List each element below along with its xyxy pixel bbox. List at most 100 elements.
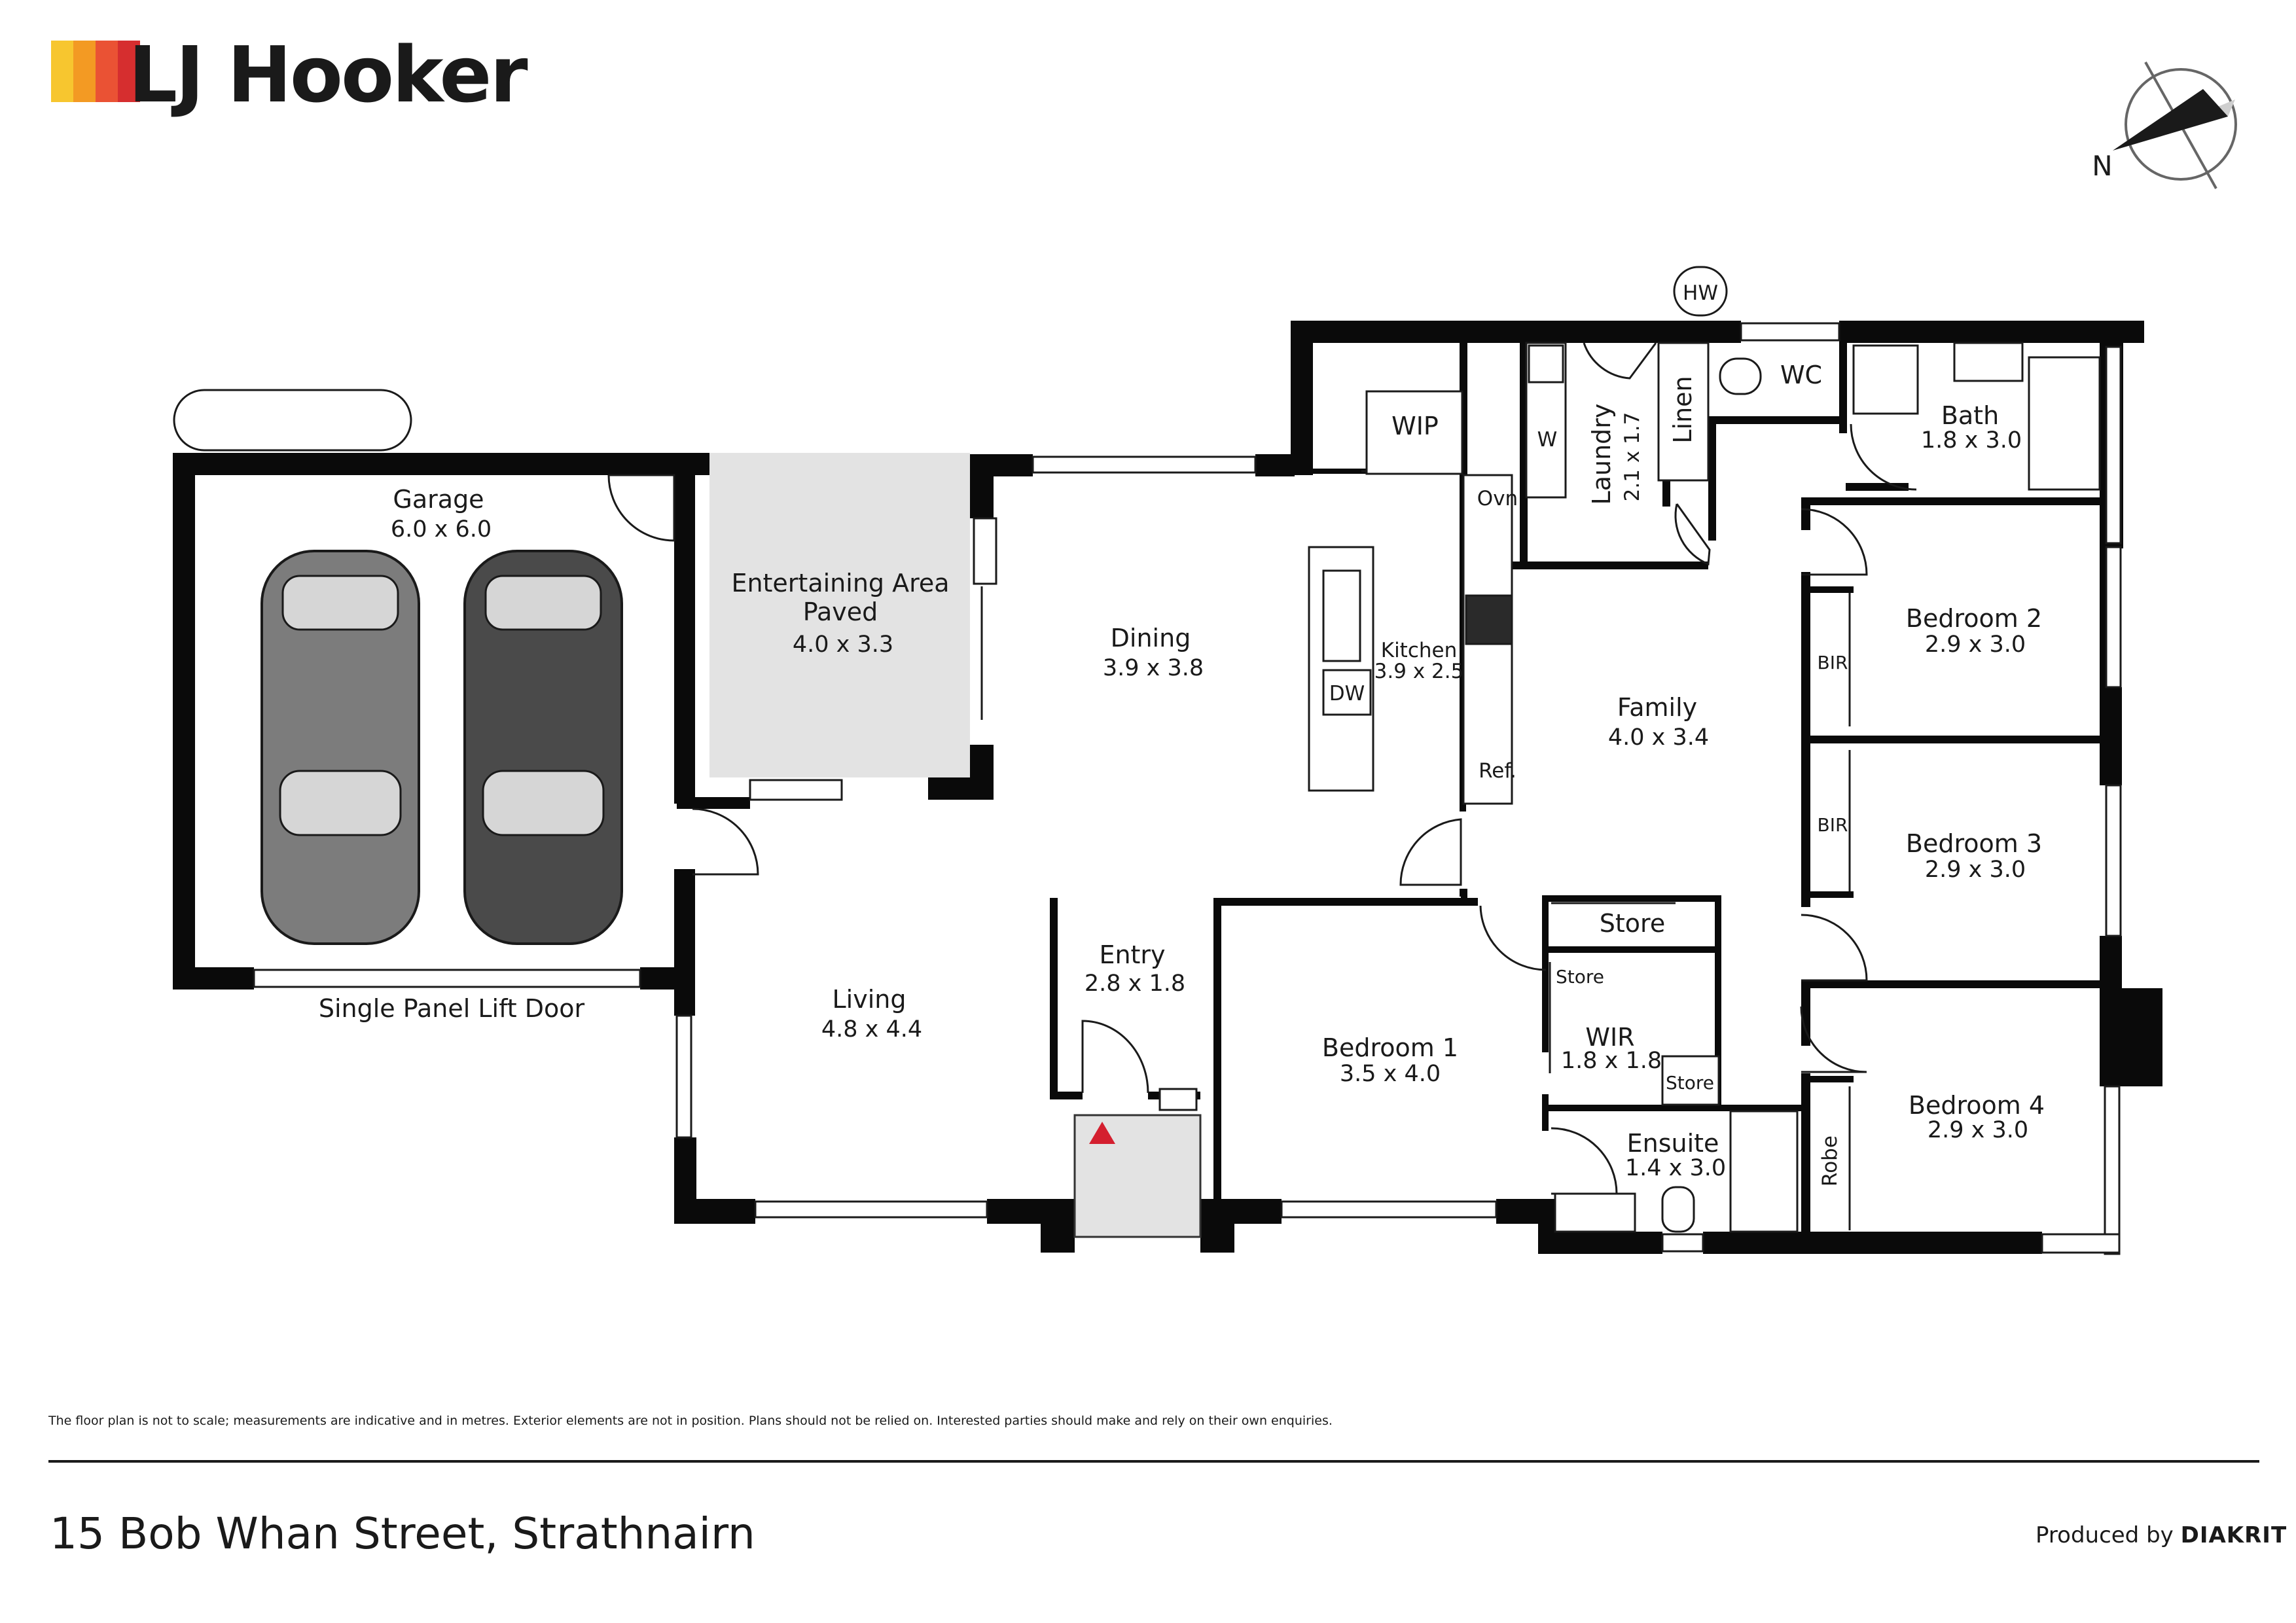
- wall-segment: [1538, 1232, 1662, 1254]
- window: [675, 1014, 692, 1139]
- bir-top-label: BIR: [1818, 652, 1848, 673]
- window: [253, 969, 641, 988]
- door-swing: [607, 474, 675, 542]
- room-name-entry: Entry: [1099, 940, 1165, 969]
- door-swing: [1850, 423, 1917, 491]
- wall-segment: [677, 797, 750, 809]
- wall-segment: [1715, 895, 1721, 1105]
- toilet-icon: [1719, 357, 1762, 395]
- window: [2105, 346, 2122, 544]
- window: [749, 779, 843, 801]
- wall-segment: [1810, 736, 2106, 743]
- room-dims-bedroom1: 3.5 x 4.0: [1340, 1061, 1441, 1087]
- wall-segment: [1801, 572, 1810, 907]
- window: [2041, 1233, 2121, 1254]
- dishwasher-label: DW: [1329, 682, 1365, 705]
- wall-segment: [173, 453, 195, 990]
- wall-segment: [1810, 891, 1854, 898]
- wall-segment: [1213, 898, 1478, 906]
- room-name-kitchen: Kitchen: [1381, 639, 1458, 662]
- room-name-wip: WIP: [1391, 412, 1439, 440]
- window: [1661, 1233, 1704, 1253]
- entry-porch: [1073, 1114, 1202, 1238]
- wall-segment: [1542, 895, 1719, 902]
- room-dims-bath: 1.8 x 3.0: [1921, 427, 2022, 454]
- room-dims-bedroom3: 2.9 x 3.0: [1925, 857, 2026, 883]
- logo-stripe-1: [51, 41, 73, 102]
- wall-segment: [1810, 586, 1854, 593]
- wall-segment: [1460, 889, 1466, 897]
- hw-label: HW: [1683, 281, 1718, 305]
- door-swing: [1081, 1020, 1149, 1094]
- room-dims-wir: 1.8 x 1.8: [1561, 1048, 1662, 1074]
- room-name-bath: Bath: [1941, 401, 1999, 430]
- store-top-label: Store: [1600, 909, 1665, 938]
- room-name-entertaining-2: Paved: [803, 597, 878, 626]
- room-labels: Garage 6.0 x 6.0 Entertaining Area Paved…: [391, 361, 2045, 1181]
- wall-segment: [1542, 895, 1549, 1052]
- window: [2104, 1085, 2121, 1255]
- washer-label: W: [1537, 428, 1558, 452]
- room-dims-garage: 6.0 x 6.0: [391, 516, 492, 543]
- bir-mid-label: BIR: [1818, 814, 1848, 836]
- wall-segment: [674, 1199, 755, 1224]
- door-swing: [1399, 818, 1462, 886]
- room-name-garage: Garage: [393, 485, 484, 514]
- wall-segment: [1050, 898, 1058, 1093]
- wall-segment: [2121, 321, 2144, 343]
- wall-segment: [2100, 936, 2122, 988]
- wall-segment: [1255, 454, 1295, 476]
- wall-segment: [1041, 1199, 1075, 1253]
- wall-segment: [674, 869, 695, 1016]
- wall-segment: [1708, 416, 1716, 541]
- room-name-wir: WIR: [1585, 1023, 1634, 1052]
- room-dims-bedroom4: 2.9 x 3.0: [1928, 1117, 2028, 1143]
- room-name-entertaining-1: Entertaining Area: [731, 569, 949, 597]
- wall-segment: [1801, 1073, 1810, 1254]
- window: [2105, 546, 2122, 688]
- wall-segment: [1801, 497, 1810, 530]
- wall-segment: [1313, 469, 1369, 474]
- walls: [173, 321, 2162, 1254]
- wall-segment: [2100, 988, 2162, 1086]
- room-dims-family: 4.0 x 3.4: [1608, 724, 1709, 751]
- ensuite-vanity-icon: [1554, 1192, 1636, 1233]
- room-dims-ensuite: 1.4 x 3.0: [1625, 1155, 1726, 1181]
- produced-by-prefix: Produced by: [2036, 1522, 2174, 1548]
- oven-label: Ovn: [1477, 487, 1518, 510]
- door-swing: [1801, 508, 1868, 576]
- compass-icon: N: [2092, 62, 2237, 189]
- wall-segment: [1496, 1199, 1542, 1224]
- room-name-wc: WC: [1780, 361, 1822, 389]
- entry-arrow-icon: [1089, 1122, 1115, 1144]
- logo-stripe-3: [96, 41, 118, 102]
- door-swing: [1479, 905, 1547, 971]
- footer-divider: [48, 1460, 2259, 1463]
- wall-segment: [1213, 898, 1221, 1200]
- wip-box: [1365, 390, 1463, 475]
- room-dims-dining: 3.9 x 3.8: [1103, 655, 1204, 681]
- window: [1740, 322, 1840, 342]
- room-name-bedroom1: Bedroom 1: [1322, 1033, 1458, 1062]
- ensuite-toilet-icon: [1661, 1186, 1695, 1233]
- wall-segment: [1542, 1105, 1801, 1111]
- laundry-tub-icon: [1528, 344, 1564, 383]
- room-name-bedroom4: Bedroom 4: [1909, 1091, 2045, 1120]
- store-corner-label: Store: [1666, 1072, 1714, 1094]
- wall-segment: [674, 453, 695, 804]
- wall-segment: [173, 967, 254, 990]
- shower-icon: [1852, 344, 1919, 415]
- room-name-laundry: Laundry: [1587, 404, 1616, 505]
- wall-segment: [1542, 946, 1719, 953]
- windows: [253, 322, 2122, 1255]
- car-icon: [463, 550, 623, 945]
- room-dims-bedroom2: 2.9 x 3.0: [1925, 632, 2026, 658]
- brand-logo: LJ Hooker: [51, 29, 529, 120]
- garage-door-label: Single Panel Lift Door: [319, 994, 585, 1023]
- wall-segment: [994, 454, 1033, 476]
- room-name-family: Family: [1617, 693, 1697, 722]
- wall-segment: [1801, 980, 1810, 1046]
- produced-by: Produced by DIAKRIT: [2036, 1522, 2287, 1548]
- door-swing: [692, 808, 759, 876]
